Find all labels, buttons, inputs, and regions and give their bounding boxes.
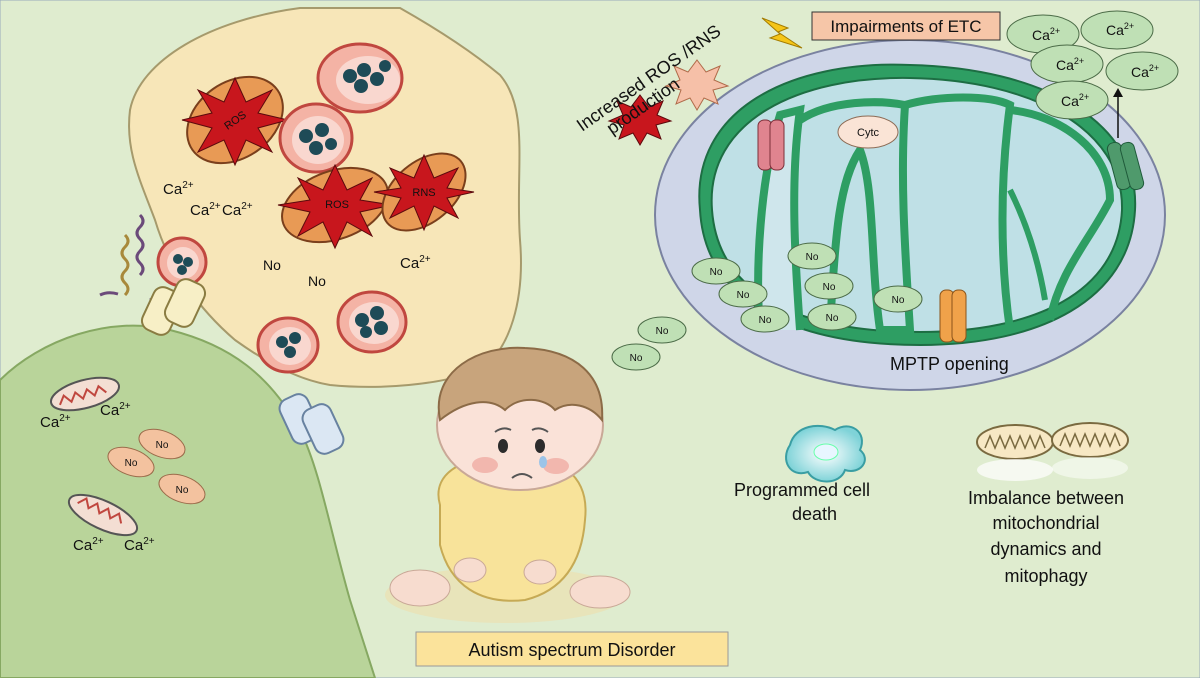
imbalance-label-line3: dynamics and [990,539,1101,559]
lightning-icon [761,17,803,49]
svg-text:Ca2+: Ca2+ [1032,26,1060,43]
ca-label: Ca2+ [100,401,131,419]
ca-label: Ca2+ [40,413,71,431]
asd-box [415,631,729,667]
ca-bubble: Ca2+ [1030,44,1104,84]
programmed-label-line2: death [792,504,837,524]
adhesion-molecule [99,213,163,302]
no-bubble: No [807,303,857,331]
synaptic-vesicle [278,102,354,174]
no-bubble: No [611,343,661,371]
no-bubble: No [740,305,790,333]
programmed-label-line1: Programmed cell [734,480,870,500]
etc-label: Impairments of ETC [830,17,981,36]
apoptotic-cell-icon [785,424,866,483]
ca-label: Ca2+ [222,201,253,219]
ca-label: Ca2+ [190,201,221,219]
svg-text:No: No [125,458,138,469]
starburst-icon [664,59,730,111]
no-bubble: No [873,285,923,313]
synaptic-vesicle [336,290,408,354]
cytc-bubble: Cytc [837,115,899,149]
svg-text:No: No [759,315,772,326]
ros-label: ROS [325,199,349,211]
svg-text:Ca2+: Ca2+ [1106,21,1134,38]
mitochondrion-small [49,376,121,412]
no-bubble: No [787,242,837,270]
svg-text:No: No [737,290,750,301]
ion-channel [278,393,345,455]
svg-text:No: No [630,353,643,364]
ca-bubble: Ca2+ [1080,10,1154,50]
no-bubble: No [138,428,186,460]
svg-text:No: No [826,313,839,324]
mptp-channel [939,289,967,343]
membrane-channel-green [1106,141,1145,191]
no-bubble: No [158,473,206,505]
damaged-mitochondrion-ros-2: ROS [277,163,393,250]
svg-text:No: No [892,295,905,306]
mitochondrion-small [67,493,139,537]
rns-label: RNS [412,187,435,199]
ca-label: Ca2+ [163,180,194,198]
damaged-mitochondrion-rns: RNS [373,152,475,232]
membrane-channel-pink [757,119,785,171]
svg-text:No: No [823,282,836,293]
svg-text:No: No [806,252,819,263]
ca-label: Ca2+ [124,536,155,554]
ca-bubble: Ca2+ [1035,80,1109,120]
synaptic-vesicle [156,236,208,288]
ca-bubble: Ca2+ [1105,51,1179,91]
starburst-icon [607,94,673,146]
etc-box [811,11,1001,41]
svg-text:No: No [656,326,669,337]
synaptic-vesicle [316,42,404,114]
efflux-arrow [1113,88,1123,138]
svg-text:Ca2+: Ca2+ [1061,92,1089,109]
no-bubble: No [804,272,854,300]
imbalance-label-line1: Imbalance between [968,488,1124,508]
mitochondria-dynamics-icon [976,422,1129,481]
svg-text:Cytc: Cytc [857,127,880,139]
child-illustration [385,346,631,623]
ca-label: Ca2+ [400,254,431,272]
asd-label: Autism spectrum Disorder [468,640,675,660]
mptp-label: MPTP opening [890,354,1009,374]
svg-text:Ca2+: Ca2+ [1056,56,1084,73]
damaged-mitochondrion-ros-1: ROS [181,75,289,167]
synaptic-vesicle [256,316,320,374]
imbalance-label-line2: mitochondrial [992,513,1099,533]
svg-text:No: No [710,267,723,278]
imbalance-label-line4: mitophagy [1004,566,1087,586]
no-label: No [308,273,326,289]
ion-channel [140,278,207,336]
no-bubble: No [637,316,687,344]
ca-bubble: Ca2+ [1006,14,1080,54]
no-bubble: No [718,280,768,308]
svg-text:No: No [176,485,189,496]
no-bubble: No [107,446,155,478]
no-bubble: No [691,257,741,285]
svg-text:No: No [156,440,169,451]
ca-label: Ca2+ [73,536,104,554]
no-label: No [263,257,281,273]
svg-text:Ca2+: Ca2+ [1131,63,1159,80]
